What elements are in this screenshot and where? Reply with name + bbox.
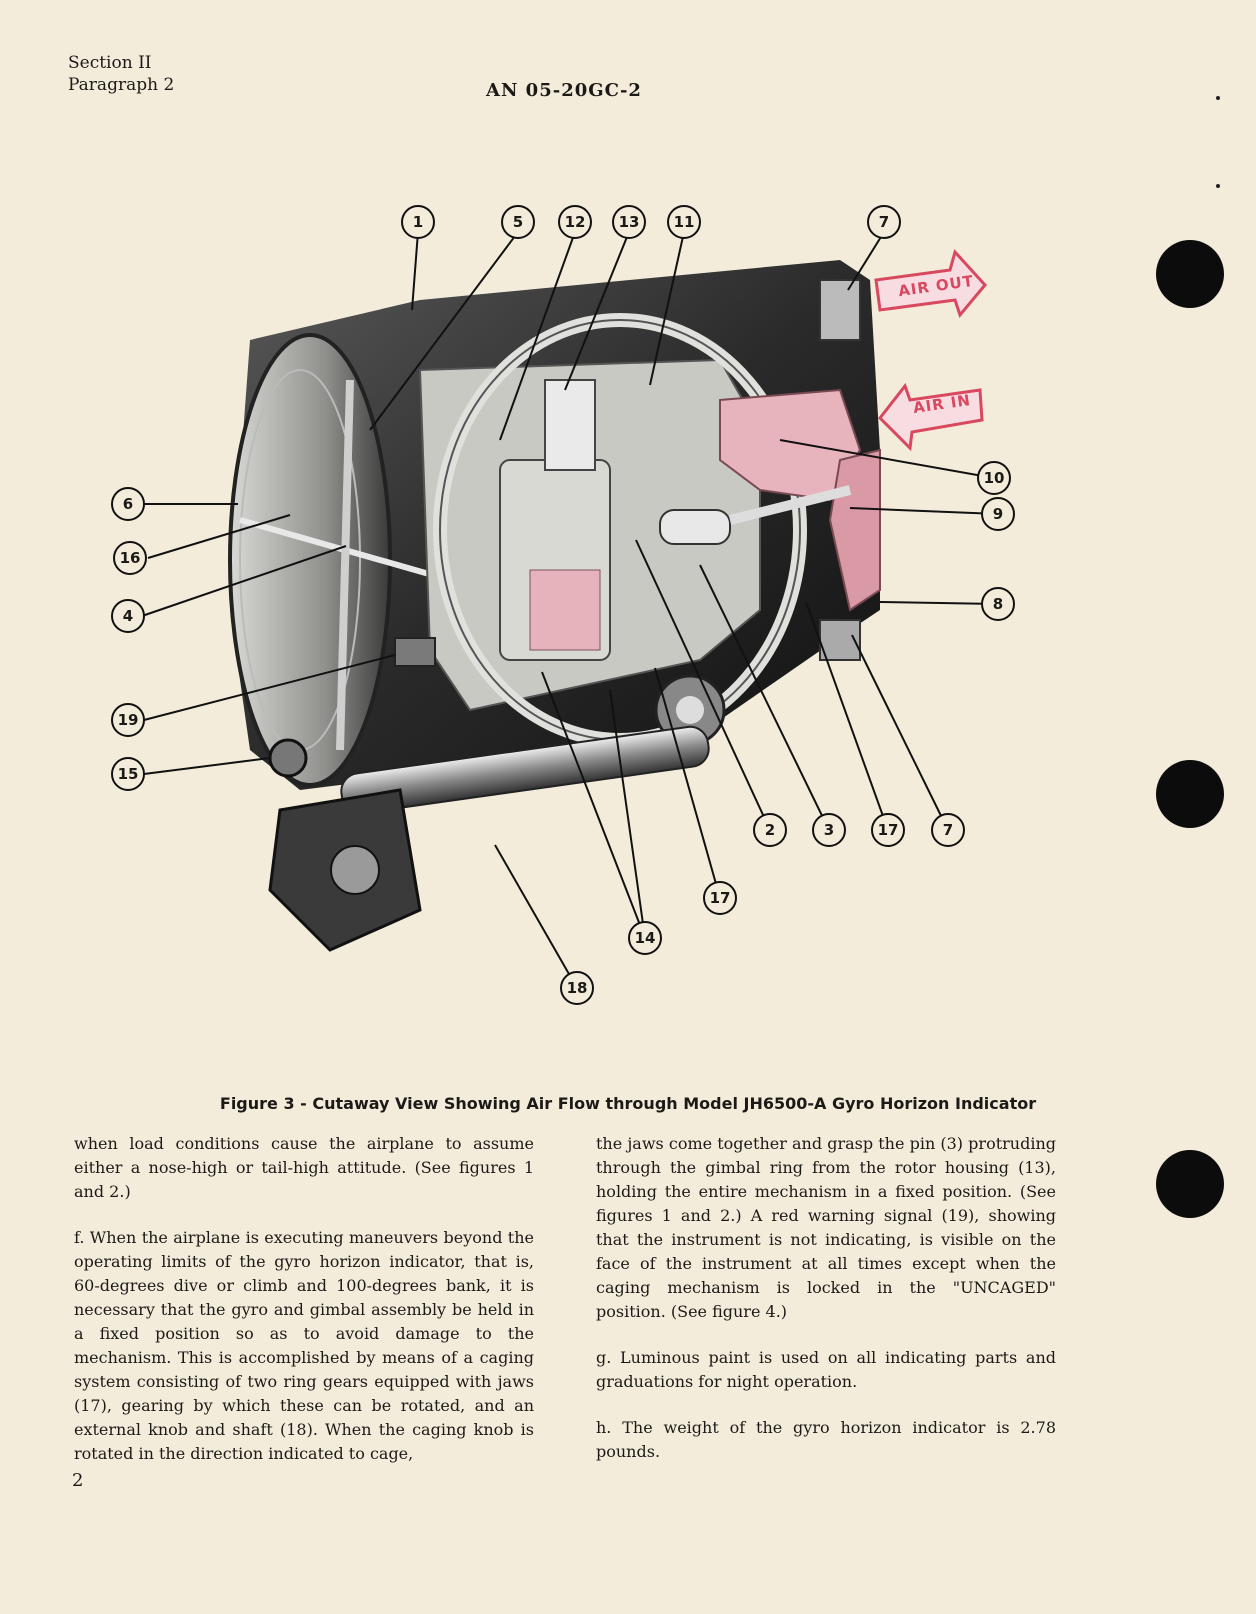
callout-2: 2 [753,813,787,847]
callout-13: 13 [612,205,646,239]
paragraph-h: h. The weight of the gyro horizon indica… [596,1418,1056,1461]
callout-19: 19 [111,703,145,737]
callout-5: 5 [501,205,535,239]
rotor-housing-pink-section [529,569,601,651]
rotor-top [544,379,596,471]
figure-caption: Figure 3 - Cutaway View Showing Air Flow… [219,1094,1037,1113]
binder-hole-bottom [1156,1150,1224,1218]
callout-8: 8 [981,587,1015,621]
callout-3: 3 [812,813,846,847]
callout-4: 4 [111,599,145,633]
paragraph-f: f. When the airplane is executing maneuv… [74,1228,534,1463]
bank-pointer [336,379,354,751]
text-column-left: when load conditions cause the airplane … [74,1132,534,1488]
binder-hole-top [1156,240,1224,308]
caging-shaft [340,725,710,815]
document-number: AN 05-20GC-2 [486,80,642,101]
binder-hole-middle [1156,760,1224,828]
linkage-arm [728,485,852,525]
section-header: Section II Paragraph 2 [68,52,174,96]
cutaway-figure: AIR OUT AIR IN 1 5 12 13 11 7 10 9 8 6 1… [0,190,1256,1030]
callout-15: 15 [111,757,145,791]
air-out-arrow [874,248,987,319]
callout-9: 9 [981,497,1015,531]
callout-14: 14 [628,921,662,955]
speck [1216,96,1220,100]
callout-16: 16 [113,541,147,575]
callout-12: 12 [558,205,592,239]
callout-1: 1 [401,205,435,239]
paragraph-label: Paragraph 2 [68,75,175,95]
caging-pin [659,509,731,545]
gyro-cutaway-illustration [141,231,999,989]
callout-11: 11 [667,205,701,239]
air-in-arrow [878,382,984,452]
caging-knob-hub [330,845,380,895]
callout-18: 18 [560,971,594,1005]
air-out-fitting [819,279,861,341]
warning-flag [394,637,436,667]
paragraph-f-continued: the jaws come together and grasp the pin… [596,1134,1056,1321]
dial-face [228,333,392,787]
adjust-knob [268,738,308,778]
leader-lines [141,231,999,989]
section-label: Section II [68,53,152,73]
callout-7-bottom: 7 [931,813,965,847]
text-column-right: the jaws come together and grasp the pin… [596,1132,1056,1486]
callout-17-right: 17 [871,813,905,847]
ring-gear-hub [676,696,704,724]
callout-7-top: 7 [867,205,901,239]
callout-6: 6 [111,487,145,521]
callout-10: 10 [977,461,1011,495]
speck [1216,184,1220,188]
page-number: 2 [72,1470,84,1491]
paragraph-e-continued: when load conditions cause the airplane … [74,1134,534,1201]
callout-17-lower: 17 [703,881,737,915]
paragraph-g: g. Luminous paint is used on all indicat… [596,1348,1056,1391]
